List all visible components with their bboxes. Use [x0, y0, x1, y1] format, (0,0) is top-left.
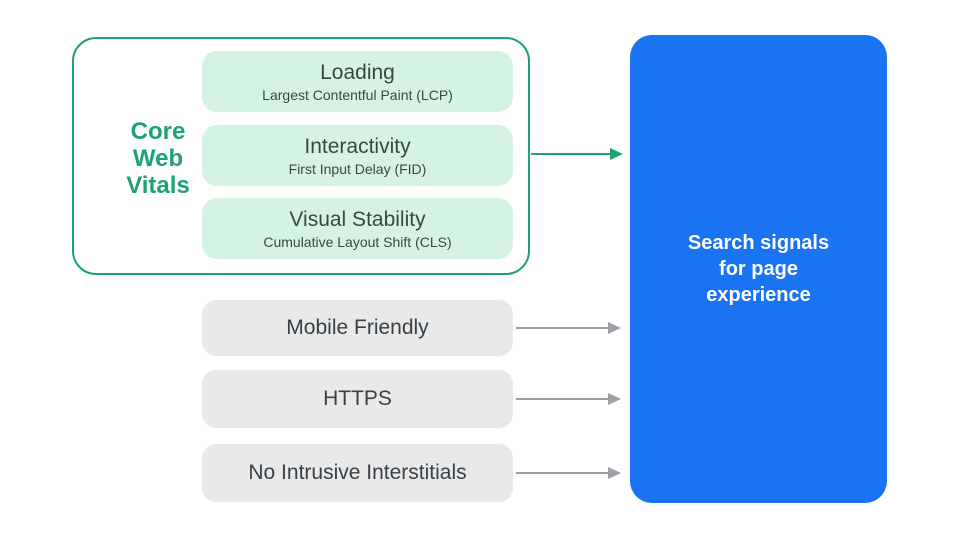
interstitials-arrow-icon [516, 472, 608, 474]
https-arrow-icon [516, 398, 608, 400]
signal-label-https: HTTPS [323, 387, 392, 410]
signal-card-https: HTTPS [202, 370, 513, 428]
search-signals-text-line: for page [719, 258, 798, 280]
signal-label-mobile-friendly: Mobile Friendly [286, 316, 429, 339]
core-web-vitals-container [72, 37, 530, 275]
search-signals-text-line: Search signals [687, 232, 830, 254]
signal-label-no-intrusive-interstitials: No Intrusive Interstitials [248, 461, 467, 484]
search-signals-text: Search signals for page experience [688, 230, 829, 308]
vital-card-visual-stability: Visual Stability Cumulative Layout Shift… [202, 198, 513, 259]
core-web-vitals-arrow-icon [531, 153, 610, 155]
signal-card-mobile-friendly: Mobile Friendly [202, 300, 513, 356]
core-web-vitals-label-line: Vitals [126, 172, 190, 199]
vital-card-interactivity: Interactivity First Input Delay (FID) [202, 125, 513, 186]
core-web-vitals-label-line: Core [130, 118, 186, 145]
vital-subtitle-cls: Cumulative Layout Shift (CLS) [263, 233, 452, 250]
core-web-vitals-label-line: Web [132, 145, 184, 172]
mobile-friendly-arrow-icon [516, 327, 608, 329]
vital-title-visual-stability: Visual Stability [289, 207, 426, 231]
vital-subtitle-fid: First Input Delay (FID) [288, 160, 427, 177]
vital-title-loading: Loading [320, 60, 395, 84]
signal-card-no-intrusive-interstitials: No Intrusive Interstitials [202, 444, 513, 502]
search-signals-text-line: experience [706, 284, 811, 306]
core-web-vitals-label: Core Web Vitals [84, 118, 232, 199]
vital-subtitle-lcp: Largest Contentful Paint (LCP) [262, 86, 453, 103]
vital-title-interactivity: Interactivity [304, 134, 411, 158]
vital-card-loading: Loading Largest Contentful Paint (LCP) [202, 51, 513, 112]
search-signals-card: Search signals for page experience [630, 35, 887, 503]
